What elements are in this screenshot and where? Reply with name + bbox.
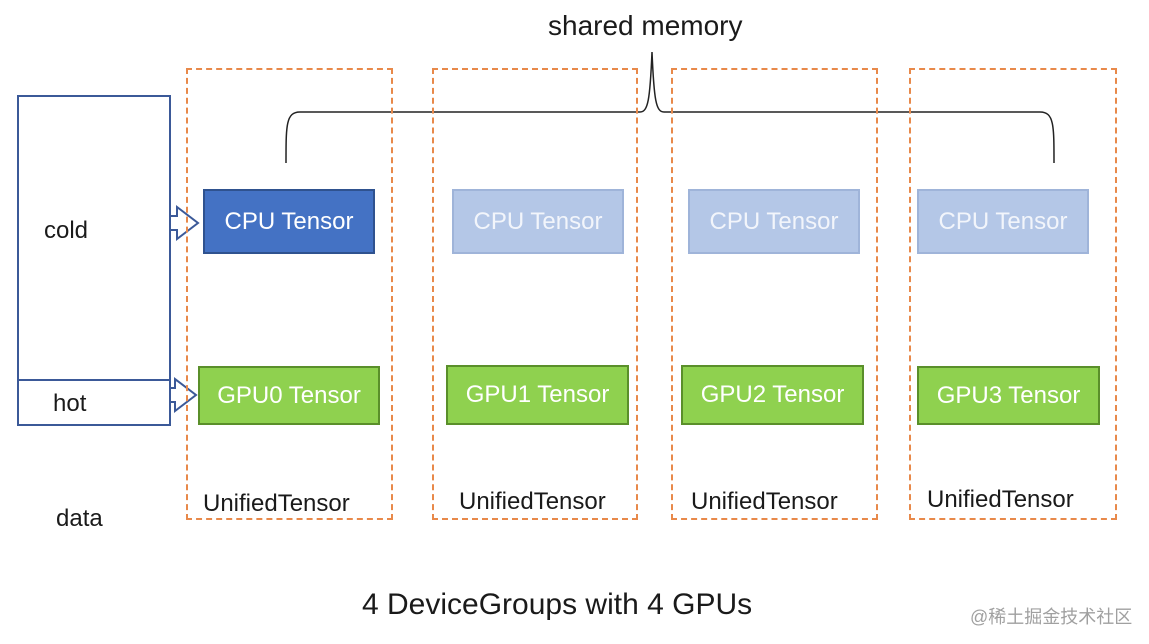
- device-group-2: [671, 68, 878, 520]
- watermark: @稀土掘金技术社区: [970, 607, 1133, 627]
- cold-data-box: [17, 95, 171, 383]
- diagram-caption: 4 DeviceGroups with 4 GPUs: [362, 588, 753, 621]
- shared-memory-brace: [285, 51, 1055, 164]
- cpu-tensor-3: CPU Tensor: [917, 189, 1089, 254]
- gpu-tensor-0: GPU0 Tensor: [198, 366, 380, 425]
- cpu-tensor-1: CPU Tensor: [452, 189, 624, 254]
- unified-tensor-label-0: UnifiedTensor: [203, 490, 350, 517]
- unified-tensor-label-3: UnifiedTensor: [927, 486, 1074, 513]
- gpu-tensor-2: GPU2 Tensor: [681, 365, 864, 425]
- unified-tensor-label-1: UnifiedTensor: [459, 488, 606, 515]
- cpu-tensor-0: CPU Tensor: [203, 189, 375, 254]
- cold-label: cold: [44, 217, 89, 244]
- device-group-3: [909, 68, 1117, 520]
- device-group-0: [186, 68, 393, 520]
- cpu-tensor-2: CPU Tensor: [688, 189, 860, 254]
- unified-tensor-label-2: UnifiedTensor: [691, 488, 838, 515]
- gpu-tensor-1: GPU1 Tensor: [446, 365, 629, 425]
- gpu-tensor-3: GPU3 Tensor: [917, 366, 1100, 425]
- shared-memory-title: shared memory: [548, 10, 743, 41]
- device-group-1: [432, 68, 638, 520]
- data-label: data: [56, 505, 103, 532]
- hot-label: hot: [53, 390, 87, 417]
- hot-data-box: [17, 379, 171, 426]
